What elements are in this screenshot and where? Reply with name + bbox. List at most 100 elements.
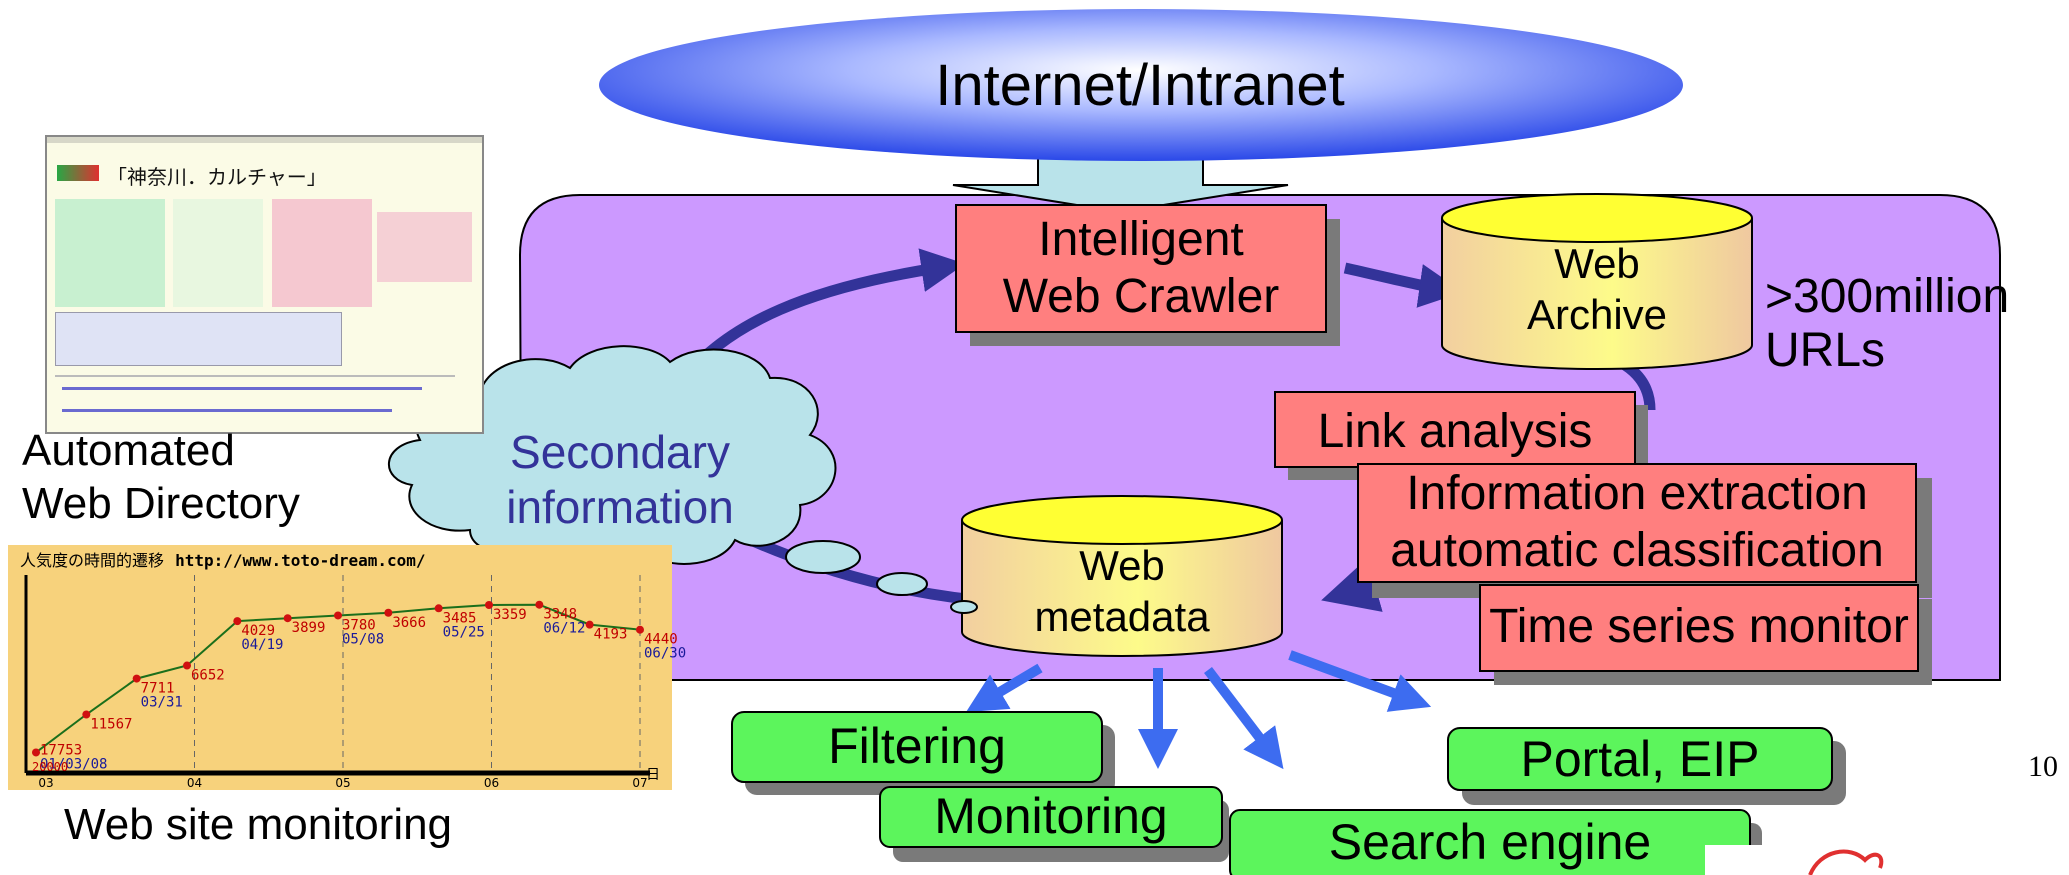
chart-x-tick-label: 04 [187,776,202,790]
thought-bubble-small [950,600,978,614]
crawler-box [955,204,1327,333]
chart-point [132,674,141,683]
screenshot-panel-green [55,199,165,307]
logo-mark [1808,849,1884,875]
timeseries-box [1479,584,1919,672]
chart-url: http://www.toto-dream.com/ [175,551,426,570]
output-filtering-label: Filtering [828,718,1006,774]
filtering-box [731,711,1103,783]
chart-title: 人気度の時間的遷移 [20,551,165,570]
monitoring-chart: 人気度の時間的遷移 http://www.toto-dream.com/ 03 0… [8,545,686,790]
chart-point-label: 3359 [493,607,527,623]
extraction-box [1357,463,1917,583]
chart-point [82,710,91,719]
directory-screenshot: 「神奈川．カルチャー」 [45,135,484,434]
chart-point [384,608,393,617]
secondary-info-cloud [387,345,837,566]
metadata-cylinder [961,495,1283,657]
chart-point-date: 05/08 [342,631,384,647]
metadata-label-line2: metadata [1034,593,1210,641]
chart-point-label: 3348 [543,607,577,623]
archive-cylinder [1441,193,1753,370]
screenshot-calendar [55,312,342,366]
chart-point-label: 3485 [443,610,477,626]
archive-size-label: >300million URLs [1765,270,2009,378]
output-monitoring-label: Monitoring [934,788,1168,844]
output-arrow-filtering [965,663,1043,713]
directory-screenshot-title: 「神奈川．カルチャー」 [107,165,327,189]
chart-point [233,617,242,626]
portal-box [1447,727,1833,791]
screenshot-header-bar [47,137,482,143]
chart-point-date: 06/12 [543,621,585,637]
screenshot-link-line [62,387,422,390]
timeseries-label: Time series monitor [1489,600,1909,653]
output-search-label: Search engine [1328,814,1652,870]
chart-point [585,620,594,629]
archive-size-line2: URLs [1765,323,1886,377]
metadata-label: Web metadata [962,540,1282,642]
chart-point-label: 6652 [191,668,225,684]
chart-point-label: 3780 [342,617,376,633]
chart-point-label: 4440 [644,632,678,648]
screenshot-divider [55,375,455,377]
archive-size-line1: >300million [1765,270,2010,323]
internet-label: Internet/Intranet [935,53,1345,118]
chart-point-label: 3666 [392,615,426,631]
chart-point-date: 04/19 [241,637,283,653]
chart-point [183,661,191,670]
internet-cloud-ellipse [599,9,1683,161]
chart-point-date: 06/30 [644,646,686,662]
extraction-label: Information extraction automatic classif… [1358,466,1916,579]
chart-point-date: 03/31 [141,695,183,711]
crawler-label: Intelligent Web Crawler [956,212,1326,325]
archive-label: Web Archive [1442,238,1752,340]
metadata-label-line1: Web [1079,542,1165,589]
link-analysis-box [1274,391,1636,468]
chart-point-date: 05/25 [443,624,485,640]
chart-point [485,601,493,610]
screenshot-panel-pink2 [377,212,472,282]
chart-y-start-label: 20000 [32,760,68,774]
archive-label-line1: Web [1554,240,1640,287]
chart-point-label: 3899 [292,620,326,636]
chart-point-label: 4193 [594,627,628,643]
directory-caption: Automated Web Directory [22,425,300,531]
chart-x-tick-label: 03 [38,776,53,790]
crawler-label-line1: Intelligent [1038,213,1244,266]
thought-bubble-large [785,540,861,574]
secondary-info-label: Secondary information [440,425,800,535]
page-number: 10 [2028,750,2058,783]
chart-x-tick-label: 05 [335,776,350,790]
output-arrow-portal [1288,650,1432,712]
chart-point-label: 4029 [241,623,275,639]
link-analysis-label: Link analysis [1317,405,1593,458]
screenshot-panel-pink [272,199,372,307]
secondary-info-line1: Secondary [510,426,730,478]
chart-point [32,748,40,757]
screenshot-logo [57,165,99,181]
chart-point [334,611,342,620]
crawler-label-line2: Web Crawler [1002,269,1280,323]
output-portal-label: Portal, EIP [1520,731,1760,787]
chart-axis-end-label: 日 [646,767,660,783]
flow-arrow-crawler-to-archive [1343,262,1464,308]
archive-label-line2: Archive [1526,291,1668,339]
directory-caption-line1: Automated [22,426,235,475]
extraction-label-line2: automatic classification [1390,523,1884,577]
chart-point [434,604,443,613]
chart-x-tick-label: 07 [632,776,647,790]
monitoring-caption: Web site monitoring [64,800,453,849]
secondary-info-line2: information [506,481,734,534]
chart-x-tick-label: 06 [484,776,499,790]
output-arrow-search [1204,666,1284,770]
chart-point [535,600,544,609]
chart-point-label: 11567 [90,717,132,733]
directory-caption-line2: Web Directory [22,478,300,528]
monitoring-box [879,786,1223,848]
screenshot-link-line-2 [62,409,392,412]
chart-header: 人気度の時間的遷移 http://www.toto-dream.com/ [20,547,426,571]
thought-bubble-medium [876,572,928,596]
